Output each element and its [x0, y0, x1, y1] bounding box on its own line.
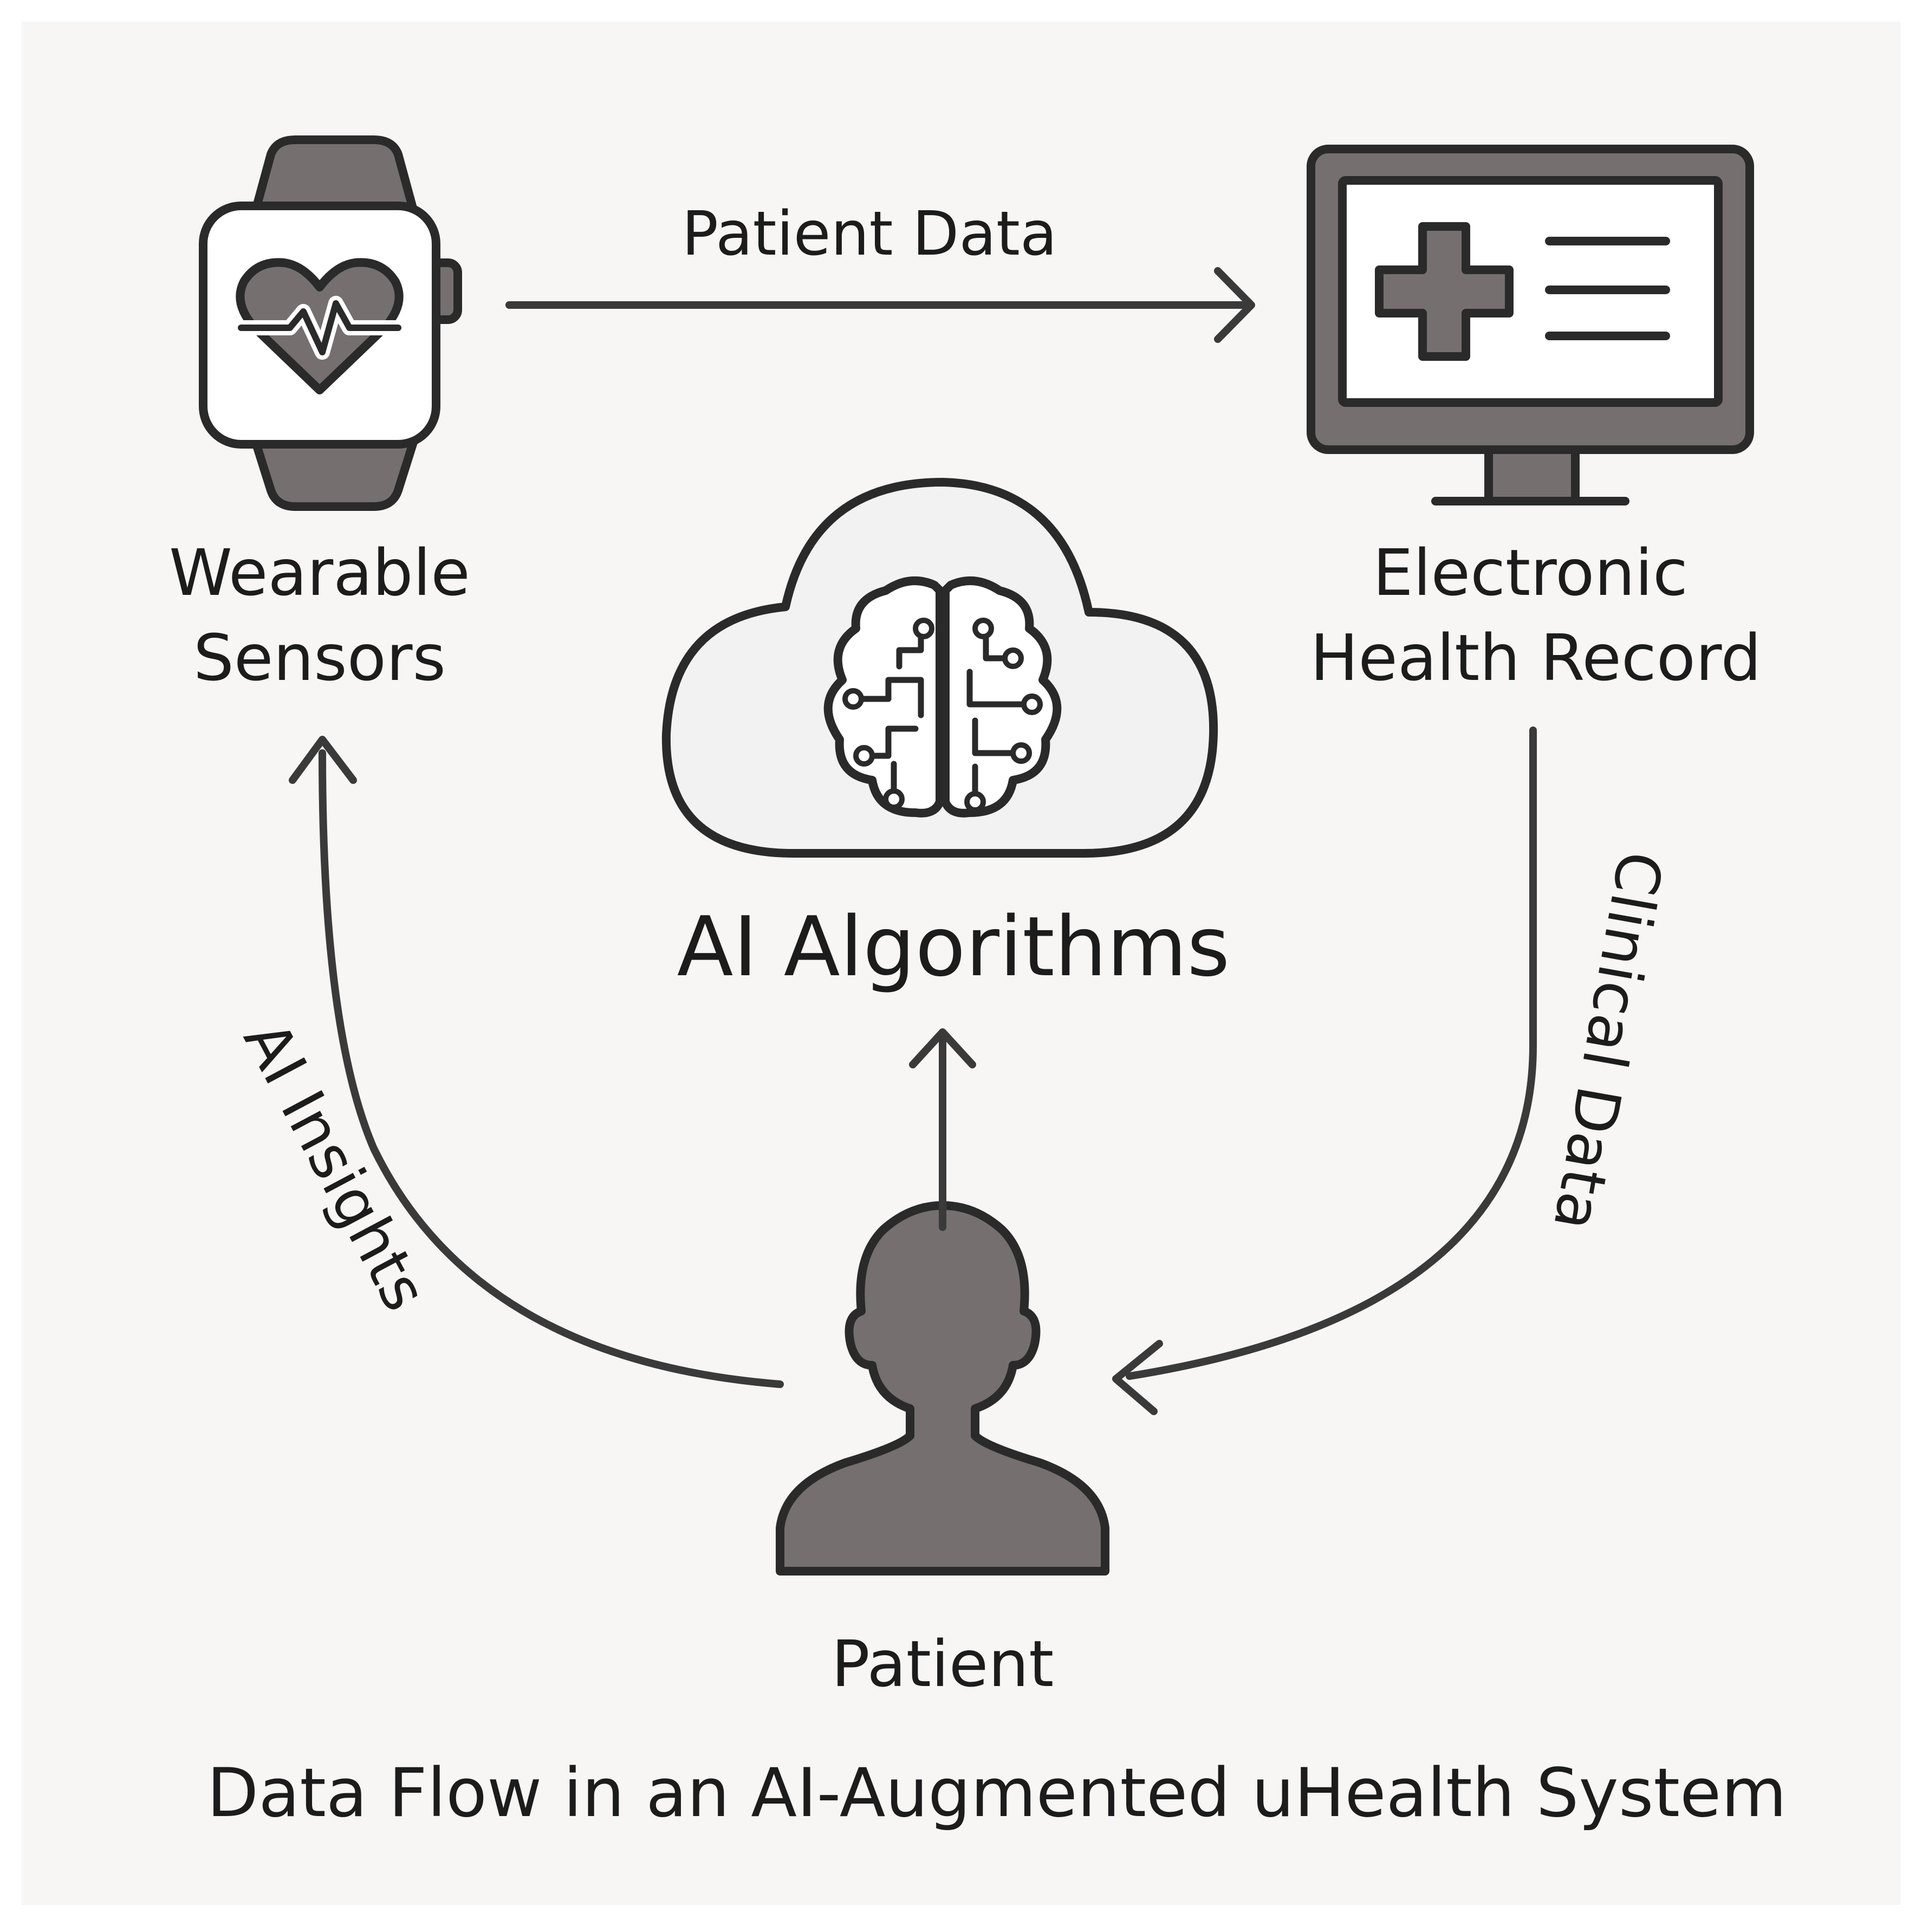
node-label-ai-algorithms: AI Algorithms — [677, 899, 1230, 995]
edge-label-clinical-data: Clinical Data — [1540, 846, 1676, 1236]
node-label-wearable-line2: Sensors — [193, 620, 446, 695]
person-silhouette-icon — [776, 1201, 1109, 1576]
smartwatch-heartbeat-icon — [199, 135, 462, 511]
node-label-ehr-line1: Electronic — [1373, 535, 1688, 610]
diagram-title: Data Flow in an AI-Augmented uHealth Sys… — [207, 1754, 1787, 1832]
node-label-ehr-line2: Health Record — [1310, 620, 1762, 695]
edge-patient-data-arrow — [505, 267, 1255, 343]
edge-patient-to-ai-arrow — [909, 1028, 976, 1231]
edge-label-ai-insights: AI Insights — [230, 1010, 440, 1322]
node-label-wearable-line1: Wearable — [169, 535, 470, 610]
monitor-medical-record-icon — [1307, 145, 1754, 505]
node-label-patient: Patient — [832, 1626, 1054, 1701]
edge-label-patient-data: Patient Data — [682, 199, 1057, 269]
edge-clinical-data-arrow — [1112, 727, 1537, 1415]
edge-ai-insights-arrow — [289, 736, 784, 1388]
cloud-brain-circuit-icon — [661, 478, 1218, 858]
